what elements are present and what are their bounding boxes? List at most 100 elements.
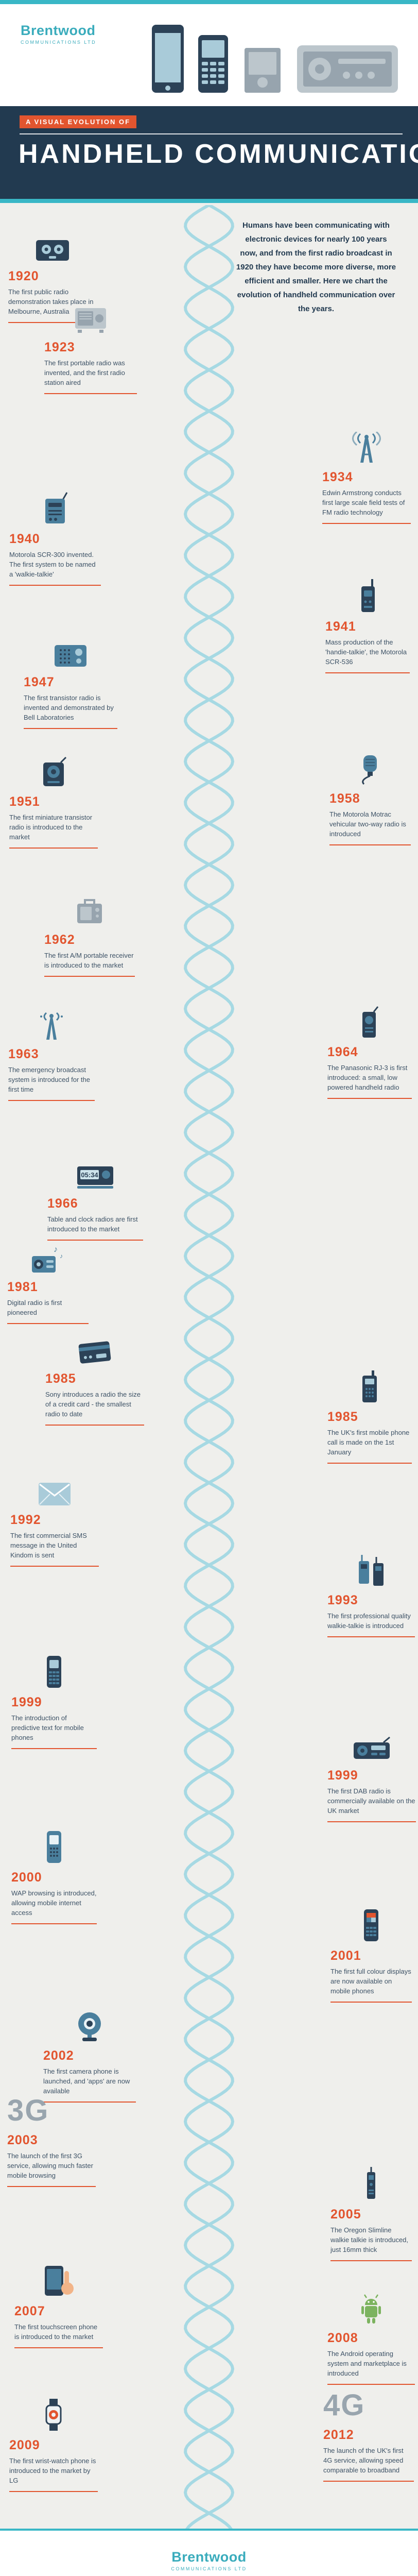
timeline-text: The first camera phone is launched, and … xyxy=(43,2067,130,2095)
timeline-year: 1951 xyxy=(9,794,40,809)
colour-screen-phone-icon xyxy=(330,1905,412,1942)
header: Brentwood communications ltd xyxy=(0,4,418,106)
accent-underline xyxy=(47,1239,143,1241)
timeline-text: WAP browsing is introduced, allowing mob… xyxy=(11,1889,97,1917)
timeline-entry-1963: 1963 The emergency broadcast system is i… xyxy=(8,1004,95,1101)
accent-underline xyxy=(327,2383,415,2385)
accent-underline xyxy=(43,2101,136,2103)
fm-tower-icon xyxy=(322,427,411,464)
broadcast-tower-icon xyxy=(8,1004,95,1041)
timeline-text: Edwin Armstrong conducts first large sca… xyxy=(322,489,405,516)
timeline-year: 1985 xyxy=(45,1371,76,1386)
accent-underline xyxy=(327,1821,416,1822)
timeline-entry-1947: 1947 The first transistor radio is inven… xyxy=(24,632,117,729)
music-note: ♪ xyxy=(60,1252,63,1260)
timeline-text: The first transistor radio is invented a… xyxy=(24,694,114,721)
timeline-entry-1993: 1993 The first professional quality walk… xyxy=(327,1550,415,1637)
accent-underline xyxy=(8,321,97,323)
accent-underline xyxy=(327,1097,412,1099)
footer-brentwood-logo: Brentwood communications ltd xyxy=(171,2549,247,2571)
tabletop-radio-icon xyxy=(44,297,137,334)
touchscreen-phone-icon xyxy=(14,2261,103,2298)
timeline-year: 2008 xyxy=(327,2331,358,2345)
smartphone-icon xyxy=(152,25,184,93)
brentwood-logo: Brentwood communications ltd xyxy=(21,23,96,45)
timeline-text: The Panasonic RJ-3 is first introduced: … xyxy=(327,1064,408,1091)
timeline-year: 1947 xyxy=(24,675,55,689)
speaker-icon xyxy=(245,48,281,93)
timeline-year: 2002 xyxy=(43,2048,74,2063)
accent-underline xyxy=(44,975,135,977)
header-device-illustrations xyxy=(147,20,404,100)
timeline-text: The first professional quality walkie-ta… xyxy=(327,1612,411,1630)
handie-talkie-icon xyxy=(325,576,410,613)
mobile-phone-icon xyxy=(11,1652,97,1689)
backpack-radio-icon xyxy=(9,488,101,526)
timeline-text: Table and clock radios are first introdu… xyxy=(47,1215,138,1233)
camera-phone-icon xyxy=(43,2005,136,2042)
timeline-text: The introduction of predictive text for … xyxy=(11,1714,84,1741)
timeline-text: The first wrist-watch phone is introduce… xyxy=(9,2457,96,2484)
timeline-text: The first touchscreen phone is introduce… xyxy=(14,2323,98,2341)
accent-underline xyxy=(14,2347,103,2348)
portable-receiver-icon xyxy=(44,889,135,926)
footer: Brentwood communications ltd xyxy=(0,2529,418,2576)
android-icon xyxy=(327,2287,415,2325)
timeline-text: The emergency broadcast system is introd… xyxy=(8,1066,90,1093)
wristwatch-phone-icon xyxy=(9,2395,98,2432)
timeline-year: 2003 xyxy=(7,2133,38,2147)
accent-underline xyxy=(9,847,98,849)
accent-underline xyxy=(11,1748,97,1749)
timeline-year: 1923 xyxy=(44,340,75,354)
transistor-radio-icon xyxy=(24,632,117,669)
timeline-entry-1964: 1964 The Panasonic RJ-3 is first introdu… xyxy=(327,1002,412,1099)
timeline-text: The launch of the UK's first 4G service,… xyxy=(323,2447,404,2474)
timeline-entry-1934: 1934 Edwin Armstrong conducts first larg… xyxy=(322,427,411,524)
timeline-text: The first public radio demonstration tak… xyxy=(8,288,94,315)
timeline-text: Digital radio is first pioneered xyxy=(7,1299,62,1316)
timeline-text: The UK's first mobile phone call is made… xyxy=(327,1429,410,1456)
title-band: A VISUAL EVOLUTION OF HANDHELD COMMUNICA… xyxy=(0,106,418,199)
credit-card-radio-icon xyxy=(45,1328,144,1365)
timeline-entry-1923: 1923 The first portable radio was invent… xyxy=(44,297,137,394)
accent-underline xyxy=(7,1323,89,1324)
accent-underline xyxy=(24,727,117,729)
dab-radio-icon xyxy=(327,1725,416,1762)
timeline-text: The first A/M portable receiver is intro… xyxy=(44,952,134,969)
timeline-year: 1934 xyxy=(322,470,353,484)
timeline-entry-2012: 4G 2012 The launch of the UK's first 4G … xyxy=(323,2385,414,2482)
wap-phone-icon xyxy=(11,1827,97,1864)
timeline-year: 1964 xyxy=(327,1045,358,1059)
page-title: HANDHELD COMMUNICATION xyxy=(19,139,418,169)
logo-subtitle: communications ltd xyxy=(21,40,97,45)
timeline-entry-2000: 2000 WAP browsing is introduced, allowin… xyxy=(11,1827,97,1924)
timeline-text: The first DAB radio is commercially avai… xyxy=(327,1787,415,1815)
accent-underline xyxy=(8,1099,95,1101)
accent-underline xyxy=(330,2260,412,2261)
timeline-entry-1999-predictive-text: 1999 The introduction of predictive text… xyxy=(11,1652,97,1749)
timeline-text: Motorola SCR-300 invented. The first sys… xyxy=(9,551,96,578)
timeline-text: The first full colour displays are now a… xyxy=(330,1968,411,1995)
handheld-radio-icon xyxy=(327,1002,412,1039)
timeline-text: The first miniature transistor radio is … xyxy=(9,814,93,841)
timeline-text: The Android operating system and marketp… xyxy=(327,2350,407,2377)
accent-underline xyxy=(7,2185,96,2187)
timeline-text: The first portable radio was invented, a… xyxy=(44,359,125,386)
timeline-text: The Oregon Slimline walkie talkie is int… xyxy=(330,2226,409,2253)
timeline-year: 1941 xyxy=(325,619,356,634)
timeline-entry-1966: 05:34 1966 Table and clock radios are fi… xyxy=(47,1153,143,1241)
accent-underline xyxy=(9,2490,98,2492)
accent-underline xyxy=(323,2480,414,2482)
accent-underline xyxy=(10,1565,99,1567)
timeline-entry-1962: 1962 The first A/M portable receiver is … xyxy=(44,889,135,977)
timeline-entry-2007: 2007 The first touchscreen phone is intr… xyxy=(14,2261,103,2348)
timeline-year: 1999 xyxy=(11,1695,42,1709)
feature-phone-icon xyxy=(198,35,228,93)
timeline-text: The first commercial SMS message in the … xyxy=(10,1532,87,1559)
timeline-year: 2012 xyxy=(323,2428,354,2442)
timeline-year: 1999 xyxy=(327,1768,358,1783)
accent-underline xyxy=(45,1424,144,1426)
header-accent-strip xyxy=(0,199,418,203)
timeline-year: 1966 xyxy=(47,1196,78,1211)
